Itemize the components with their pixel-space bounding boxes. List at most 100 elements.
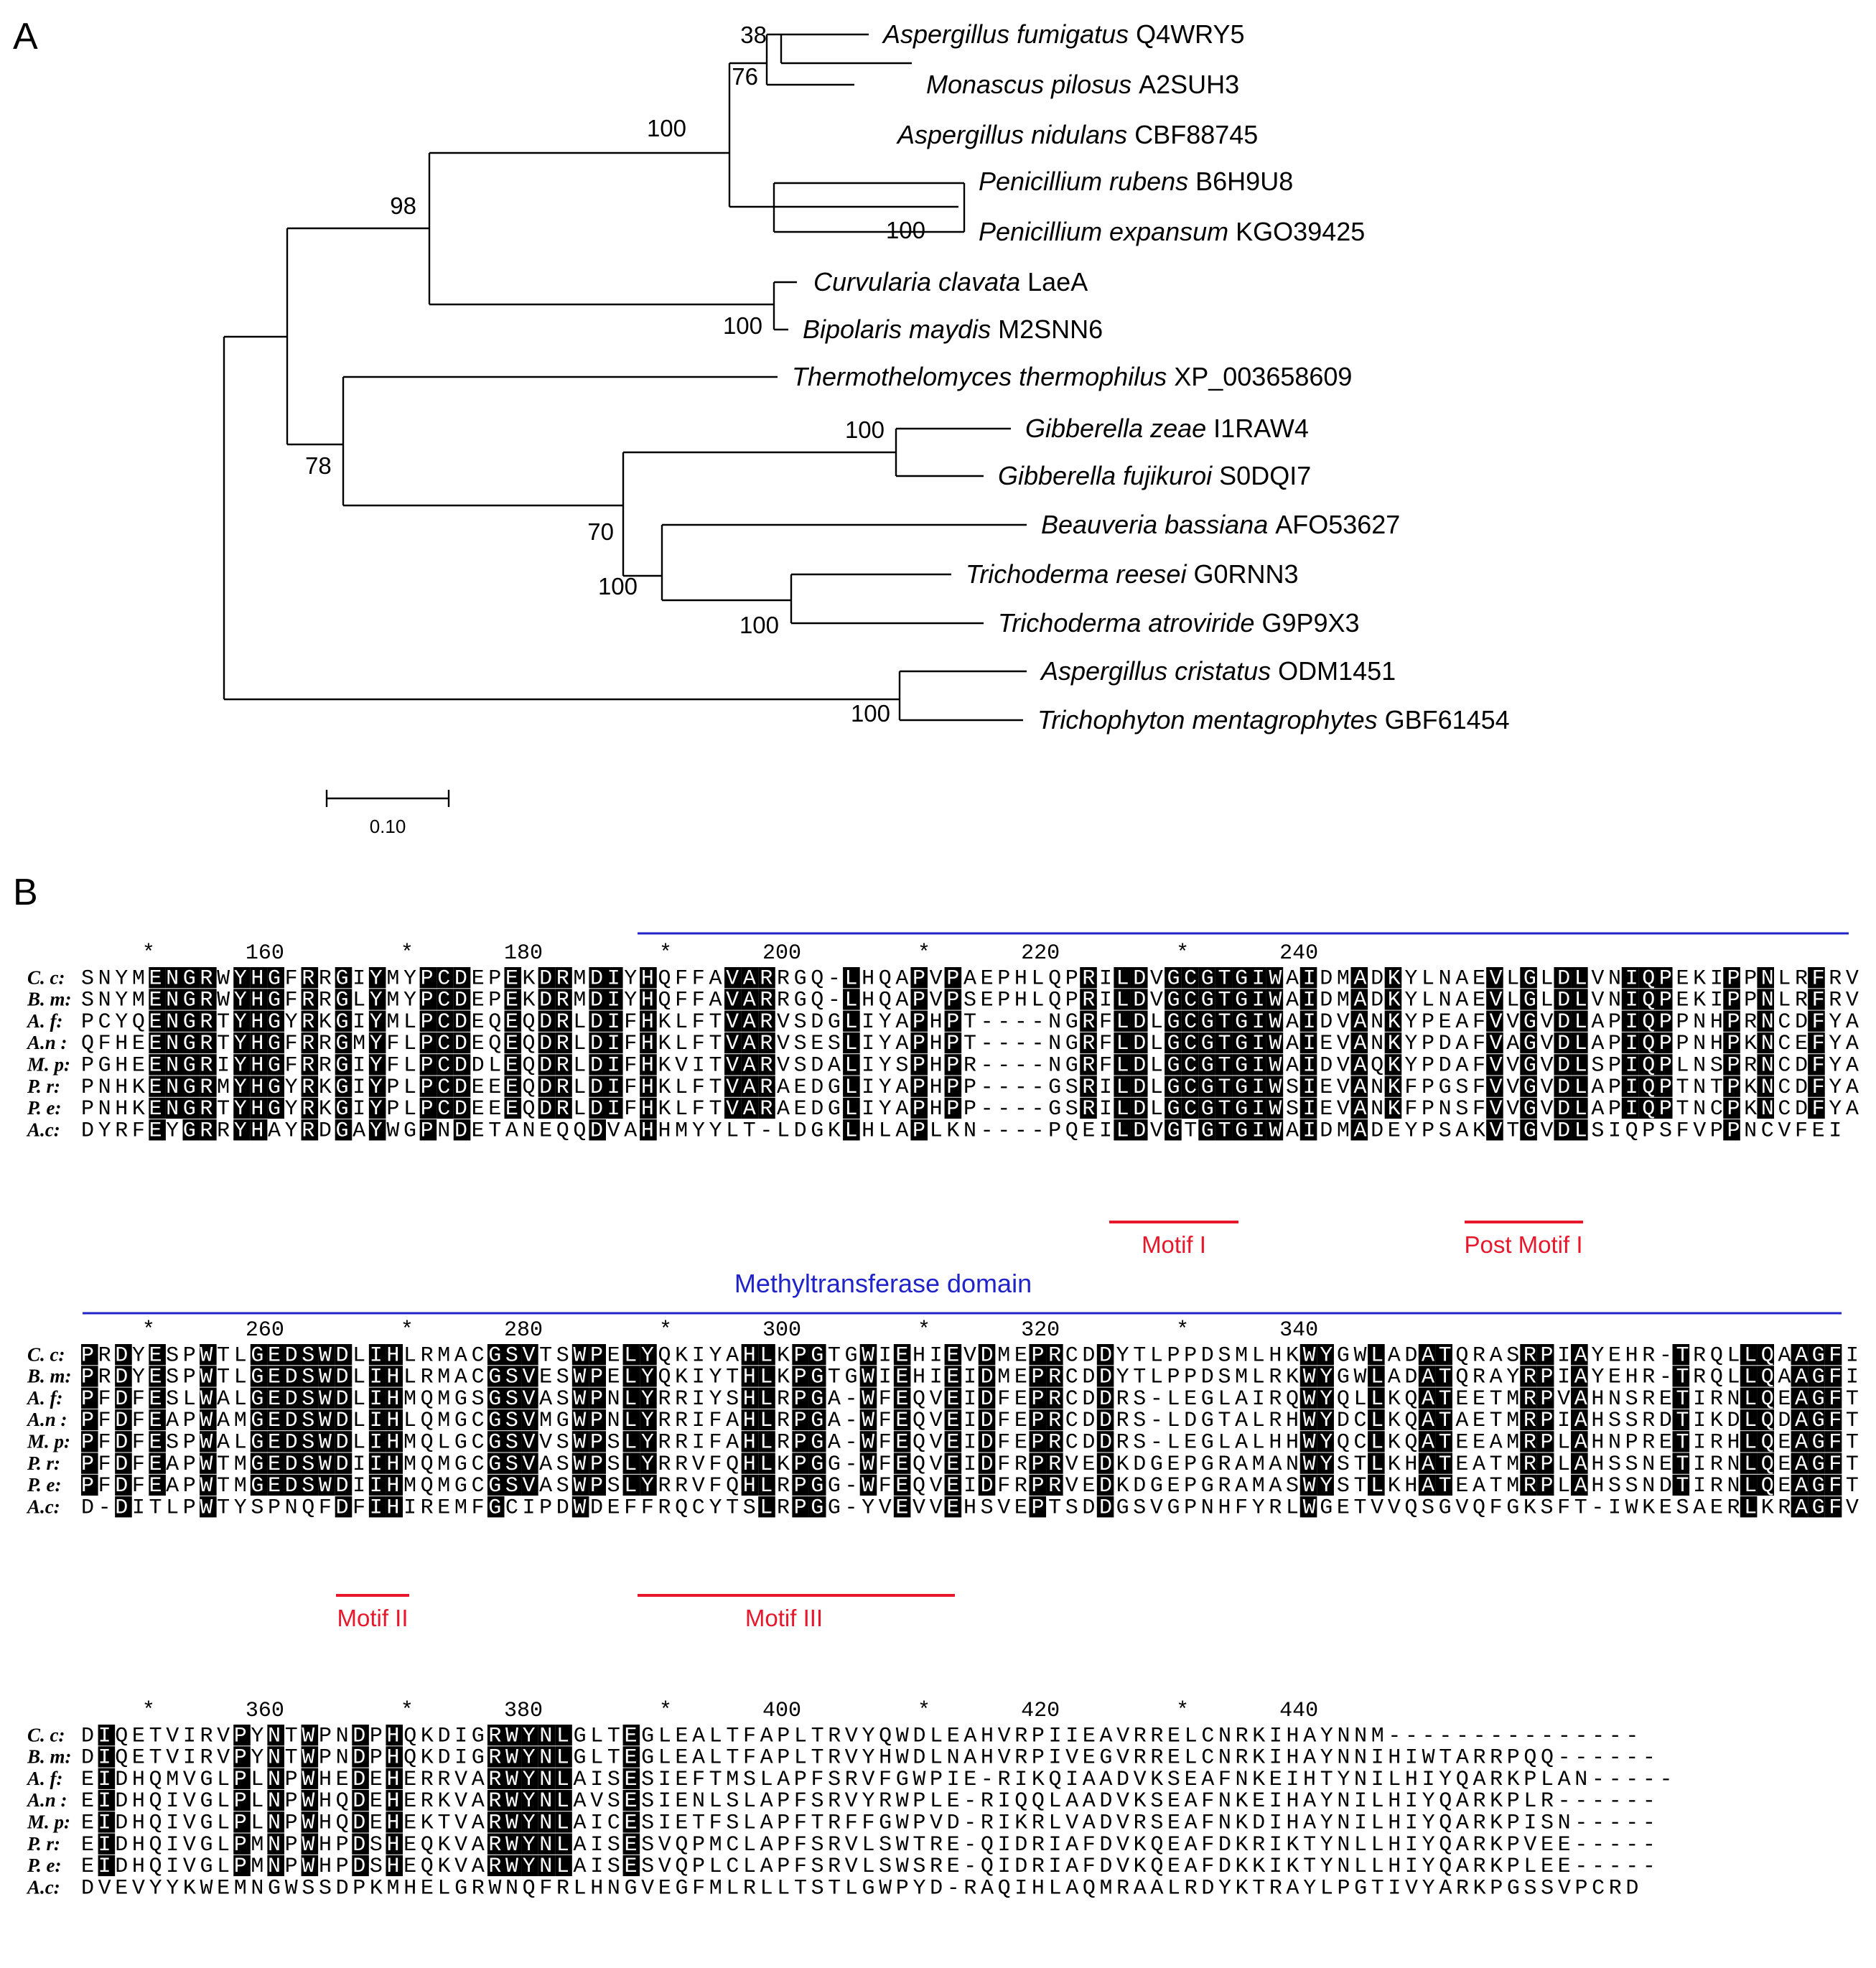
species-label: M. p: — [27, 1431, 70, 1452]
tree-branch — [773, 281, 797, 331]
conserved-residue-box — [1266, 1010, 1284, 1032]
species-name: Trichoderma atroviride — [998, 608, 1254, 638]
conserved-residue-box — [758, 1010, 775, 1032]
conserved-residue-box — [267, 989, 284, 1010]
conserved-residue-box — [1080, 967, 1097, 989]
conserved-residue-box — [538, 967, 556, 989]
conserved-residue-box — [1299, 967, 1317, 989]
conserved-residue-box — [149, 1010, 166, 1032]
conserved-residue-box — [605, 967, 623, 989]
conserved-residue-box — [555, 1076, 572, 1097]
conserved-residue-box — [640, 1076, 657, 1097]
conserved-residue-box — [368, 967, 386, 989]
conserved-residue-box — [250, 1054, 268, 1076]
conserved-residue-box — [1165, 1010, 1182, 1032]
conserved-residue-box — [504, 1032, 522, 1054]
conserved-residue-box — [944, 1076, 962, 1097]
conserved-residue-box — [504, 1010, 522, 1032]
conserved-residue-box — [555, 1054, 572, 1076]
tree-branch — [780, 33, 912, 65]
conserved-residue-box — [1350, 989, 1368, 1010]
species-label: C. c: — [27, 1343, 65, 1365]
conserved-residue-box — [335, 967, 353, 989]
species-label: P. r: — [27, 1833, 60, 1855]
accession-id: GBF61454 — [1385, 705, 1510, 734]
tree-branch — [342, 376, 778, 507]
conserved-residue-box — [1486, 1054, 1503, 1076]
conserved-residue-box — [267, 1054, 284, 1076]
species-label: A. f: — [26, 1387, 63, 1409]
conserved-residue-box — [1350, 967, 1368, 989]
accession-id: Q4WRY5 — [1136, 19, 1244, 49]
conserved-residue-box — [1165, 1097, 1182, 1119]
conserved-residue-box — [843, 967, 860, 989]
species-label: A.n : — [26, 1032, 67, 1053]
accession-id: M2SNN6 — [998, 314, 1103, 344]
conserved-residue-box — [1266, 1032, 1284, 1054]
conserved-residue-box — [1232, 989, 1250, 1010]
conserved-residue-box — [944, 1010, 962, 1032]
conserved-residue-box — [1215, 1010, 1233, 1032]
conserved-residue-box — [1181, 989, 1199, 1010]
conserved-residue-box — [605, 1054, 623, 1076]
conserved-residue-box — [250, 1010, 268, 1032]
conserved-residue-box — [1130, 1054, 1148, 1076]
conserved-residue-box — [267, 1076, 284, 1097]
conserved-residue-box — [910, 1097, 928, 1119]
scale-bar-line — [325, 790, 450, 807]
conserved-residue-box — [741, 1076, 759, 1097]
conserved-residue-box — [1384, 1097, 1402, 1119]
conserved-residue-box — [724, 967, 742, 989]
conserved-residue-box — [250, 1032, 268, 1054]
conserved-residue-box — [301, 967, 319, 989]
conserved-residue-box — [1299, 1032, 1317, 1054]
conserved-residue-box — [843, 989, 860, 1010]
species-name: Trichophyton mentagrophytes — [1037, 705, 1378, 734]
motif-label: Motif III — [745, 1605, 823, 1631]
species-label: B. m: — [27, 1746, 72, 1768]
conserved-residue-box — [165, 1054, 183, 1076]
conserved-residue-box — [555, 989, 572, 1010]
conserved-residue-box — [538, 1076, 556, 1097]
tree-branch — [765, 33, 854, 86]
conserved-residue-box — [843, 1076, 860, 1097]
conserved-residue-box — [910, 1032, 928, 1054]
tree-branch — [773, 182, 964, 233]
conserved-residue-box — [1232, 1119, 1250, 1141]
conserved-residue-box — [589, 967, 606, 989]
conserved-residue-box — [1114, 1076, 1131, 1097]
conserved-residue-box — [233, 989, 251, 1010]
conserved-residue-box — [640, 1097, 657, 1119]
species-label: C. c: — [27, 966, 65, 988]
conserved-residue-box — [419, 1076, 437, 1097]
conserved-residue-box — [453, 1010, 471, 1032]
conserved-residue-box — [1232, 967, 1250, 989]
species-label: A.n : — [26, 1789, 67, 1811]
species-name: Penicillium rubens — [979, 167, 1188, 196]
conserved-residue-box — [1198, 989, 1215, 1010]
conserved-residue-box — [149, 1076, 166, 1097]
scale-bar-label: 0.10 — [370, 816, 406, 837]
bootstrap-value: 76 — [732, 63, 758, 90]
tree-branch — [790, 573, 984, 625]
conserved-residue-box — [1130, 967, 1148, 989]
conserved-residue-box — [1232, 1010, 1250, 1032]
species-name: Thermothelomyces thermophilus — [792, 362, 1167, 391]
conserved-residue-box — [233, 967, 251, 989]
conserved-residue-box — [724, 1097, 742, 1119]
conserved-residue-box — [1080, 1097, 1097, 1119]
conserved-residue-box — [200, 1097, 217, 1119]
